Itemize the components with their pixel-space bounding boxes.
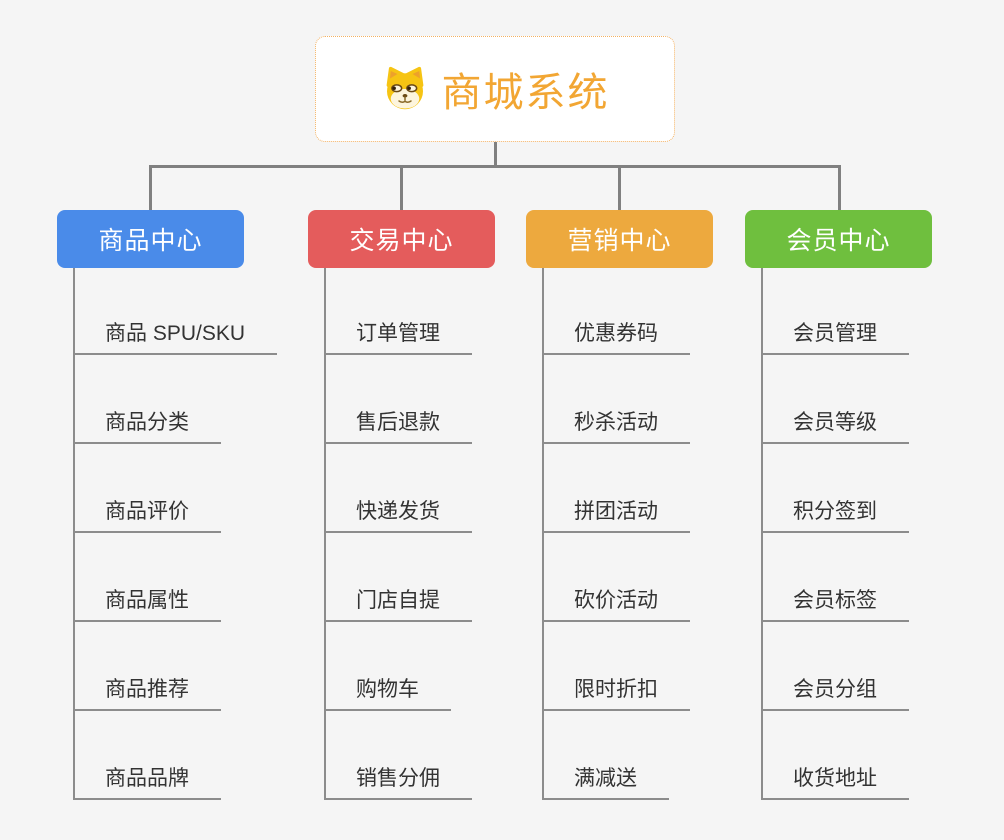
leaf-node[interactable]: 优惠券码 (542, 315, 690, 355)
leaf-node[interactable]: 积分签到 (761, 493, 909, 533)
leaf-node[interactable]: 快递发货 (324, 493, 472, 533)
branch-node-marketing-center[interactable]: 营销中心 (526, 210, 713, 268)
branch-node-member-center[interactable]: 会员中心 (745, 210, 932, 268)
doge-icon (381, 65, 429, 113)
leaf-node[interactable]: 会员等级 (761, 404, 909, 444)
branch-node-product-center[interactable]: 商品中心 (57, 210, 244, 268)
branch-spine (542, 268, 544, 800)
leaf-node[interactable]: 会员管理 (761, 315, 909, 355)
leaf-node[interactable]: 会员分组 (761, 671, 909, 711)
leaf-node[interactable]: 拼团活动 (542, 493, 690, 533)
branch-node-trade-center[interactable]: 交易中心 (308, 210, 495, 268)
leaf-node[interactable]: 商品推荐 (73, 671, 221, 711)
leaf-node[interactable]: 商品属性 (73, 582, 221, 622)
leaf-node[interactable]: 商品 SPU/SKU (73, 315, 278, 355)
leaf-node[interactable]: 满减送 (542, 760, 669, 800)
leaf-node[interactable]: 限时折扣 (542, 671, 690, 711)
leaf-node[interactable]: 商品品牌 (73, 760, 221, 800)
branch-spine (73, 268, 75, 800)
root-title: 商城系统 (441, 71, 610, 115)
branch-column-marketing-center: 优惠券码 秒杀活动 拼团活动 砍价活动 限时折扣 满减送 (542, 268, 782, 808)
branch-spine (324, 268, 326, 800)
root-node[interactable]: 商城系统 (315, 36, 675, 142)
connector-path (149, 142, 841, 210)
leaf-node[interactable]: 订单管理 (324, 315, 472, 355)
leaf-node[interactable]: 会员标签 (761, 582, 909, 622)
leaf-node[interactable]: 商品分类 (73, 404, 221, 444)
leaf-node[interactable]: 售后退款 (324, 404, 472, 444)
branch-column-member-center: 会员管理 会员等级 积分签到 会员标签 会员分组 收货地址 (761, 268, 1001, 808)
leaf-node[interactable]: 收货地址 (761, 760, 909, 800)
branch-column-trade-center: 订单管理 售后退款 快递发货 门店自提 购物车 销售分佣 (324, 268, 564, 808)
leaf-node[interactable]: 商品评价 (73, 493, 221, 533)
leaf-node[interactable]: 购物车 (324, 671, 451, 711)
branch-spine (761, 268, 763, 800)
leaf-node[interactable]: 销售分佣 (324, 760, 472, 800)
leaf-node[interactable]: 门店自提 (324, 582, 472, 622)
leaf-node[interactable]: 秒杀活动 (542, 404, 690, 444)
branch-column-product-center: 商品 SPU/SKU 商品分类 商品评价 商品属性 商品推荐 商品品牌 (73, 268, 313, 808)
leaf-node[interactable]: 砍价活动 (542, 582, 690, 622)
